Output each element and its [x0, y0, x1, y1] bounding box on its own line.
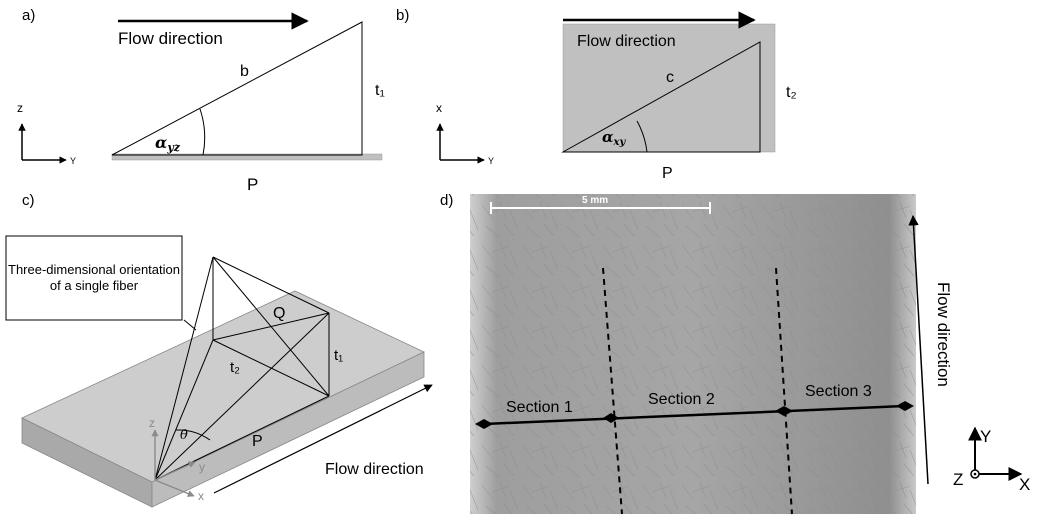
section-3-label: Section 3 [805, 383, 872, 400]
axis-y-label-c: y [199, 460, 205, 474]
transect-line [483, 404, 906, 426]
height-label-b: t₂ [786, 84, 797, 101]
axis-y-label-b: Y [488, 156, 494, 166]
axis-x-label-b: x [436, 101, 442, 115]
transect-marker-3 [775, 406, 793, 416]
axis-z-label-a: z [17, 101, 23, 115]
axis-x-label-c: x [198, 489, 204, 503]
theta-label: θ [180, 428, 188, 443]
axis-x-label-d: X [1019, 475, 1030, 494]
t1-label-c: t₁ [334, 347, 343, 364]
panel-b-letter: b) [396, 7, 409, 24]
angle-arc-b [636, 120, 648, 153]
base-label-b: P [662, 165, 673, 182]
angle-label-b: αxy [602, 128, 627, 148]
angle-label-a: αyz [155, 133, 181, 154]
axis-z-label-c: z [149, 416, 155, 430]
section-2-label: Section 2 [648, 391, 715, 408]
panel-c: c) Q t₁ t₂ P θ z y x [5, 192, 433, 508]
panel-b: b) Flow direction αxy c t₂ P x Y [396, 7, 797, 182]
transect-marker-1 [475, 419, 493, 429]
flow-arrow-d [908, 214, 929, 485]
panel-a-letter: a) [22, 7, 35, 24]
flow-label-a: Flow direction [118, 29, 223, 48]
flow-arrow-c [213, 384, 433, 494]
transect-marker-2 [603, 413, 619, 423]
panel-d: d) 5 mm Section 1 Section 2 Section 3 Fl… [440, 192, 1030, 515]
axis-z-dot-d [973, 472, 977, 476]
axis-z-label-d: Z [953, 470, 963, 489]
section-divider-1 [602, 267, 623, 515]
height-label-a: t₁ [375, 82, 385, 99]
section-divider-2 [775, 267, 793, 515]
base-label-a: P [247, 175, 258, 194]
panel-a: a) Flow direction αyz b t₁ P z Y [17, 7, 385, 194]
panel-c-letter: c) [22, 192, 35, 209]
flow-label-b: Flow direction [577, 33, 676, 50]
t2-label-c: t₂ [230, 359, 240, 376]
q-label: Q [273, 305, 285, 322]
axis-y-arrow-c [154, 461, 196, 481]
axis-x-arrow-c [154, 479, 195, 497]
hyp-label-a: b [240, 63, 249, 80]
callout-box [5, 235, 183, 321]
slab-side [151, 351, 425, 508]
axis-y-label-d: Y [980, 427, 991, 446]
angle-arc-a [199, 108, 206, 156]
micrograph-fibers [470, 194, 916, 514]
flow-label-c: Flow direction [325, 461, 424, 478]
hyp-label-b: c [666, 69, 674, 86]
callout-text: Three-dimensional orientation of a singl… [8, 262, 180, 293]
panel-d-letter: d) [440, 192, 453, 209]
flow-label-d: Flow direction [934, 282, 953, 387]
axis-y-label-a: Y [70, 156, 76, 166]
triangle-a [111, 21, 363, 156]
triangle-b [561, 41, 761, 153]
base-plate-a [111, 153, 383, 161]
panel-b-plate [562, 23, 776, 153]
scale-label: 5 mm [582, 195, 608, 206]
p-label-c: P [252, 433, 263, 450]
transect-marker-4 [896, 401, 914, 411]
section-1-label: Section 1 [506, 399, 573, 416]
fiber-construction [154, 256, 330, 481]
